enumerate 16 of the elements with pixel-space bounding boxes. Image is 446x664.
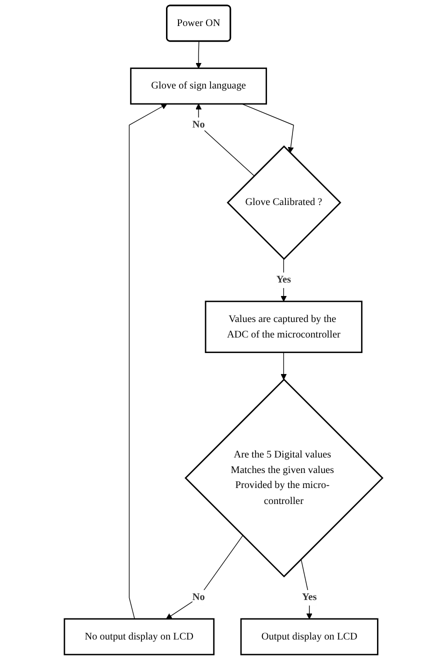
arrow	[166, 534, 243, 619]
node-diamond: Glove Calibrated ?	[226, 144, 341, 260]
node-diamond: Are the 5 Digital values Matches the given values Provided by the micro- controller	[184, 378, 383, 577]
edge-label: Yes	[276, 274, 291, 285]
node-box: No output display on LCD	[63, 618, 214, 655]
arrow	[128, 103, 167, 619]
arrow	[195, 40, 202, 68]
arrow	[241, 103, 294, 152]
arrow	[195, 103, 254, 176]
node-box: Output display on LCD	[240, 618, 378, 655]
edge-label: Yes	[302, 592, 316, 602]
edge-label: No	[192, 592, 204, 602]
node-box: Glove of sign language	[130, 67, 267, 104]
arrow	[280, 352, 286, 380]
edge-label: No	[192, 119, 204, 130]
node-box: Values are captured by the ADC of the microcontroller	[204, 300, 362, 353]
